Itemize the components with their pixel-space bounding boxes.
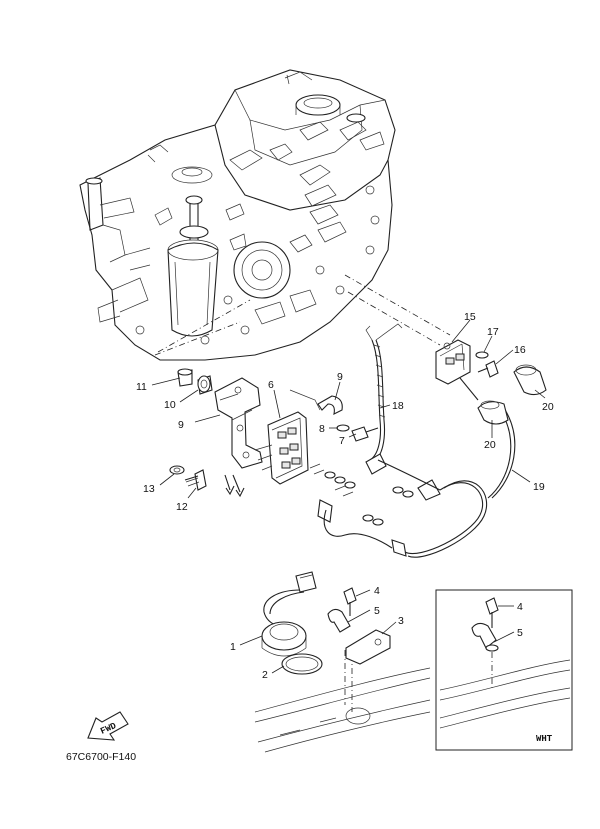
part-label-20-right: 20	[542, 401, 554, 413]
inset-part-label-4: 4	[517, 601, 523, 613]
part-label-18: 18	[392, 400, 404, 412]
part-label-16: 16	[514, 344, 526, 356]
lower-cowling-lines	[254, 667, 431, 753]
part-label-1: 1	[230, 641, 236, 653]
inset-color-label: WHT	[536, 734, 553, 744]
part-label-4: 4	[374, 585, 380, 597]
part-label-8: 8	[319, 423, 325, 435]
part-number-labels: 11 10 9 13 12 6 9 8 7 18 15 17 16 20 20 …	[136, 311, 554, 681]
part-label-17: 17	[487, 326, 499, 338]
part-label-12: 11	[136, 381, 147, 393]
part-label-9: 9	[337, 371, 343, 383]
part-label-19: 19	[533, 481, 545, 493]
part-leader-lines	[151, 319, 546, 674]
reference-dashed-lines	[154, 274, 451, 712]
rectifier-assembly	[435, 339, 547, 425]
inset-detail-box	[435, 589, 573, 751]
inset-part-label-5: 5	[517, 627, 523, 639]
part-label-10: 9	[178, 419, 184, 431]
part-label-5: 5	[374, 605, 380, 617]
part-label-6: 6	[268, 379, 274, 391]
engine-block-illustration	[79, 69, 396, 361]
diagram-code: 67C6700-F140	[66, 751, 136, 763]
part-label-2: 2	[262, 669, 268, 681]
part-label-7: 7	[339, 435, 345, 447]
cdi-unit-assembly	[169, 323, 516, 558]
part-label-11: 10	[164, 399, 176, 411]
pulser-coil-assembly	[261, 571, 391, 675]
part-label-15: 15	[464, 311, 476, 323]
part-label-3: 3	[398, 615, 404, 627]
fwd-arrow-icon	[87, 711, 129, 741]
part-label-14: 13	[143, 483, 155, 495]
part-label-13: 12	[176, 501, 188, 513]
part-label-20-lower: 20	[484, 439, 496, 451]
